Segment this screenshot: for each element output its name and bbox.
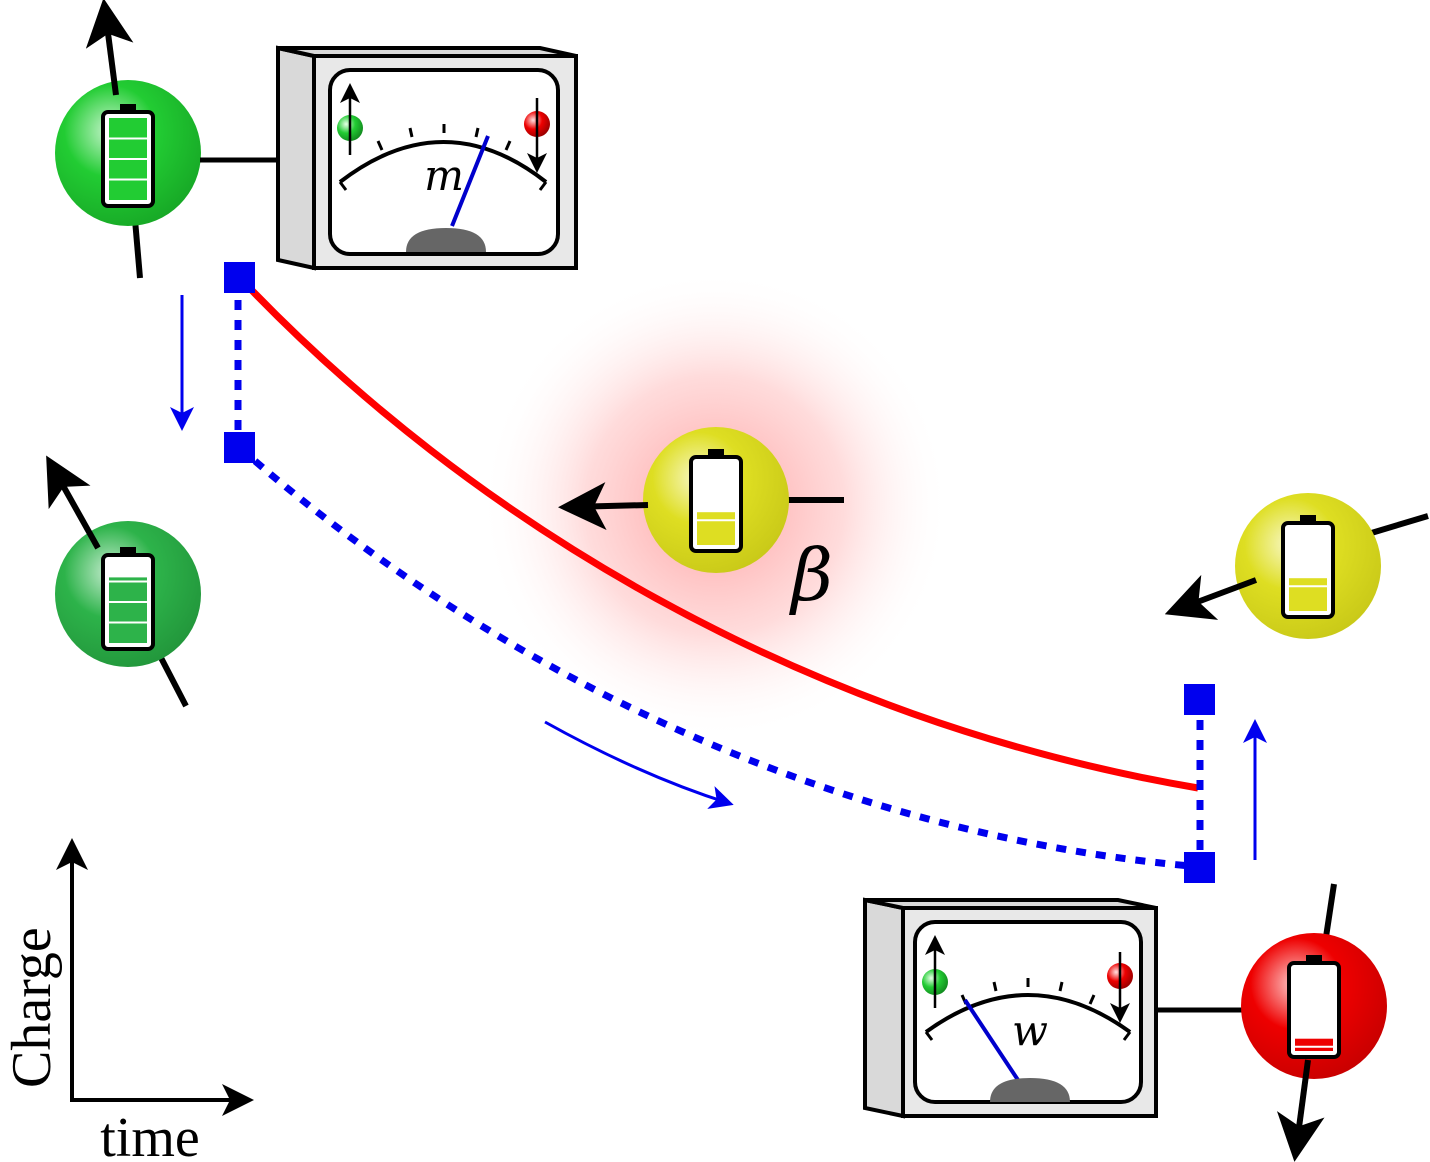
- marker-end: [1184, 684, 1215, 715]
- battery-terminal: [1300, 515, 1316, 523]
- spin-mid-left: [46, 455, 201, 708]
- meter-bottom-symbol: w: [1012, 1006, 1048, 1055]
- battery-icon: [101, 104, 155, 208]
- x-axis-label: time: [100, 1107, 200, 1162]
- spin-arrow-icon: [85, 0, 134, 96]
- axes: Charge time: [1, 838, 254, 1162]
- relaxation-curve: [237, 445, 1191, 870]
- spin-bath: β: [558, 427, 844, 617]
- protocol-curve: [237, 275, 1199, 792]
- y-axis-label: Charge: [1, 927, 63, 1088]
- meter-face: [328, 68, 560, 256]
- marker-after-quench: [224, 432, 255, 463]
- battery-terminal: [120, 104, 136, 112]
- meter-scale: [338, 140, 548, 184]
- battery-terminal: [120, 547, 136, 555]
- spin-arrow-icon: [1164, 574, 1258, 620]
- spin-arrow-icon: [1276, 1059, 1325, 1162]
- battery-charge: [1295, 1038, 1333, 1051]
- meter-case-side: [276, 45, 316, 271]
- meter-needle: [450, 135, 490, 227]
- marker-start: [224, 262, 255, 293]
- meter-bottom: w: [863, 897, 1158, 1119]
- battery-icon: [101, 547, 155, 651]
- battery-charge: [1289, 578, 1327, 611]
- meter-needle: [963, 998, 1020, 1082]
- meter-top-symbol: m: [424, 151, 464, 200]
- spin-bottom-right: [1241, 883, 1387, 1162]
- relax-arrow-icon: [544, 720, 734, 809]
- meter-scale: [924, 993, 1132, 1034]
- meter-pivot: [990, 1078, 1070, 1102]
- battery-icon: [1281, 515, 1335, 619]
- meter-pivot: [406, 228, 486, 252]
- meter-case-side: [863, 897, 905, 1119]
- battery-charge: [109, 577, 147, 643]
- battery-terminal: [708, 449, 724, 457]
- spin-arrow-icon: [46, 455, 101, 550]
- spin-top-left: [55, 0, 201, 279]
- spin-right: [1164, 493, 1429, 639]
- battery-icon: [689, 449, 743, 553]
- bath-symbol: β: [788, 533, 833, 617]
- battery-body: [1287, 961, 1341, 1059]
- meter-ticks: [338, 124, 548, 191]
- battery-terminal: [1306, 955, 1322, 963]
- meter-top: m: [276, 45, 578, 271]
- spin-arrow-icon: [558, 482, 649, 531]
- marker-before-quench: [1184, 852, 1215, 883]
- battery-charge: [697, 512, 735, 545]
- battery-icon: [1287, 955, 1341, 1059]
